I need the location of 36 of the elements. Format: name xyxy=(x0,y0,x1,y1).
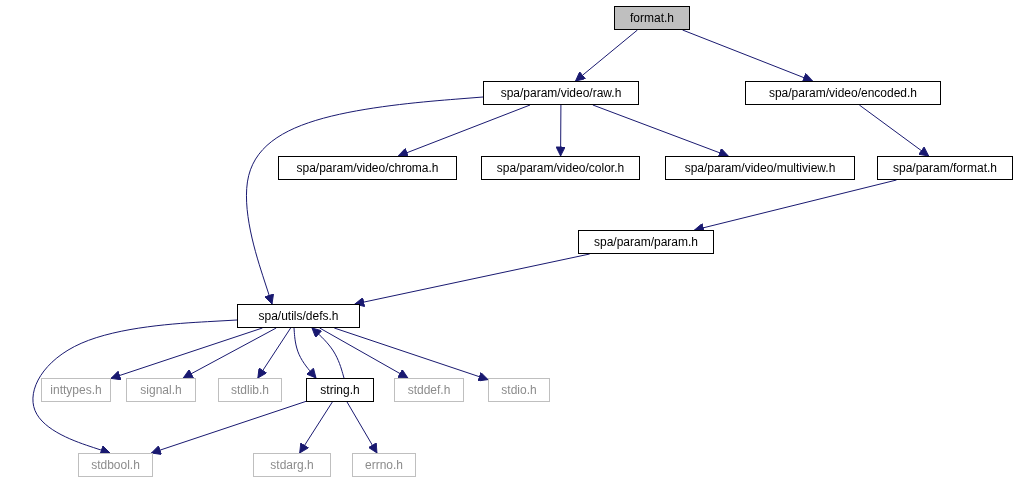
arrow xyxy=(346,401,378,454)
file-box: stdarg.h xyxy=(253,453,331,477)
file-box: stdbool.h xyxy=(78,453,153,477)
arrow xyxy=(299,401,333,454)
arrow xyxy=(682,29,813,83)
file-box: signal.h xyxy=(126,378,196,402)
file-box: spa/param/video/raw.h xyxy=(483,81,639,105)
file-box: spa/param/video/encoded.h xyxy=(745,81,941,105)
file-box: stdio.h xyxy=(488,378,550,402)
arrow xyxy=(311,327,345,379)
arrow xyxy=(858,104,930,157)
file-box: string.h xyxy=(306,378,374,402)
arrow xyxy=(592,104,729,158)
arrow xyxy=(293,327,317,379)
file-box: errno.h xyxy=(352,453,416,477)
file-box: spa/utils/defs.h xyxy=(237,304,360,328)
file-box: inttypes.h xyxy=(41,378,111,402)
arrow xyxy=(555,104,566,157)
arrow xyxy=(575,29,638,82)
arrow xyxy=(257,327,292,379)
arrow xyxy=(333,327,489,382)
file-box: stdlib.h xyxy=(218,378,282,402)
arrow xyxy=(397,104,531,158)
arrow xyxy=(150,400,307,455)
arrow xyxy=(110,327,263,381)
file-box: spa/param/param.h xyxy=(578,230,714,254)
file-box: stddef.h xyxy=(394,378,464,402)
file-box: format.h xyxy=(614,6,690,30)
arrow xyxy=(319,327,409,379)
file-box: spa/param/video/chroma.h xyxy=(278,156,457,180)
arrow xyxy=(246,96,484,305)
file-box: spa/param/video/multiview.h xyxy=(665,156,855,180)
file-box: spa/param/video/color.h xyxy=(481,156,640,180)
file-box: spa/param/format.h xyxy=(877,156,1013,180)
arrow xyxy=(182,327,277,379)
arrow xyxy=(32,319,238,455)
